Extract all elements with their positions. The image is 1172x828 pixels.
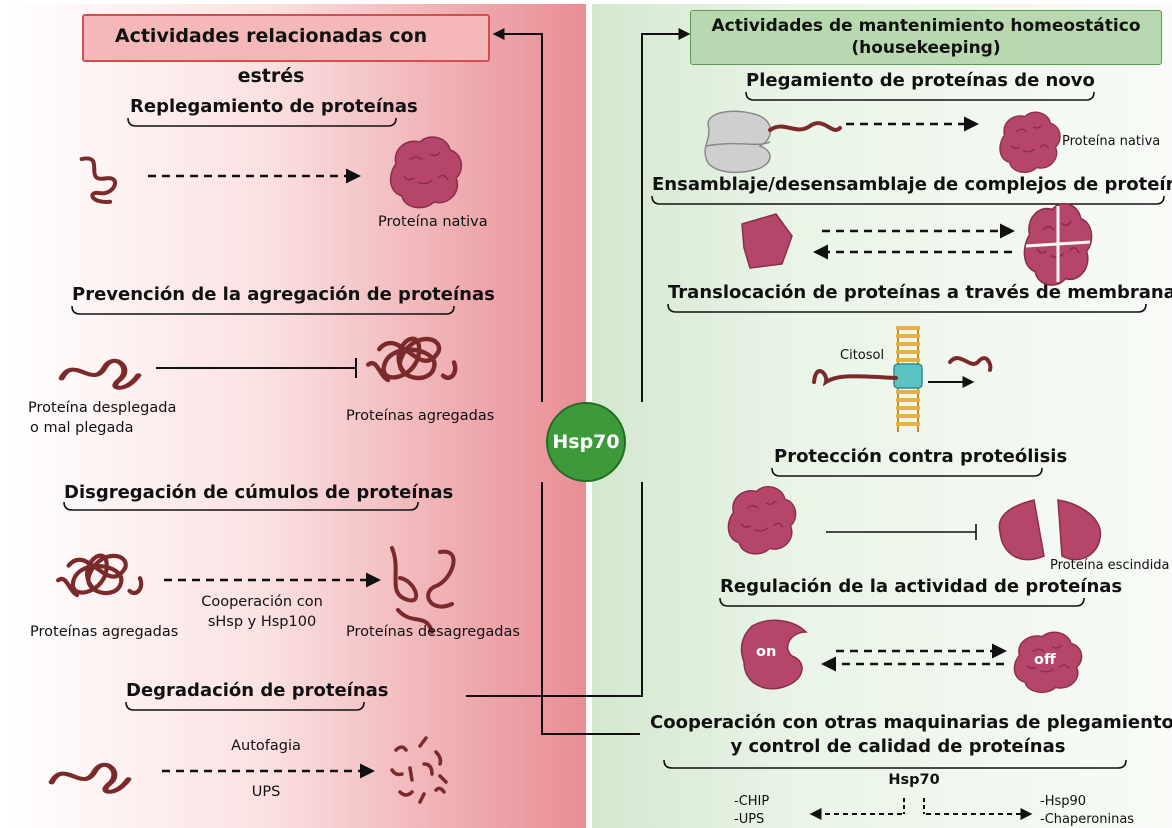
- translocation-title: Translocación de proteínas a través de m…: [668, 282, 1172, 303]
- coop-left-line1: -CHIP: [734, 794, 770, 809]
- cooperation-label-line1: Cooperación con: [201, 594, 323, 610]
- stress-header: Actividades relacionadas con estrés: [82, 14, 490, 87]
- denovo-illustration: [704, 110, 1061, 174]
- disagg-aggregated-label: Proteínas agregadas: [30, 624, 179, 640]
- coop-right-line2: -Chaperoninas: [1040, 812, 1135, 827]
- coop-left-line2: -UPS: [734, 812, 765, 827]
- disaggregation-illustration: [58, 546, 456, 634]
- autophagy-label: Autofagia: [231, 738, 301, 754]
- unfolded-label-line1: Proteína desplegada: [28, 400, 177, 416]
- ups-label: UPS: [251, 784, 281, 800]
- denovo-title: Plegamiento de proteínas de novo: [746, 70, 1095, 91]
- refolding-native-label: Proteína nativa: [378, 214, 488, 230]
- coop-right-line1: -Hsp90: [1040, 794, 1087, 809]
- translocation-illustration: [812, 326, 993, 432]
- cooperation-illustration: [809, 798, 1033, 820]
- cleaved-label: Proteína escindida: [1050, 558, 1170, 573]
- housekeeping-header-line2: (housekeeping): [851, 38, 1001, 58]
- degradation-illustration: [52, 736, 448, 804]
- aggregation-illustration: [62, 339, 456, 388]
- cooperation-label-line2: sHsp y Hsp100: [207, 614, 317, 630]
- aggregation-title: Prevención de la agregación de proteínas: [72, 284, 495, 305]
- regulation-title: Regulación de la actividad de proteínas: [720, 576, 1123, 597]
- disaggregation-title: Disgregación de cúmulos de proteínas: [64, 482, 454, 503]
- housekeeping-panel: [592, 4, 1172, 828]
- refolding-illustration: [74, 136, 463, 208]
- housekeeping-header-line1: Actividades de mantenimiento homeostátic…: [711, 16, 1141, 36]
- assembly-title: Ensamblaje/desensamblaje de complejos de…: [652, 174, 1172, 195]
- denovo-native-label: Proteína nativa: [1062, 134, 1161, 149]
- hsp70-hub: Hsp70: [546, 402, 626, 482]
- cooperation-title-line2: y control de calidad de proteínas: [730, 736, 1066, 757]
- assembly-illustration: [741, 202, 1093, 286]
- regulation-illustration: [740, 619, 1083, 694]
- title-brackets-left: [63, 91, 1165, 769]
- unfolded-label-line2: o mal plegada: [30, 420, 134, 436]
- proteolysis-title: Protección contra proteólisis: [774, 446, 1068, 467]
- coop-hsp70-label: Hsp70: [888, 772, 940, 788]
- refolding-title: Replegamiento de proteínas: [130, 96, 418, 117]
- off-label: off: [1034, 652, 1056, 668]
- cytosol-label: Citosol: [840, 348, 885, 363]
- degradation-title: Degradación de proteínas: [126, 680, 389, 701]
- disaggregated-label: Proteínas desagregadas: [346, 624, 520, 640]
- cooperation-title-line1: Cooperación con otras maquinarias de ple…: [650, 712, 1172, 733]
- on-label: on: [756, 644, 777, 660]
- housekeeping-header: Actividades de mantenimiento homeostátic…: [690, 10, 1162, 65]
- aggregated-label: Proteínas agregadas: [346, 408, 495, 424]
- proteolysis-illustration: [727, 485, 1102, 561]
- hub-connectors: [466, 28, 691, 735]
- stress-panel: [4, 4, 586, 828]
